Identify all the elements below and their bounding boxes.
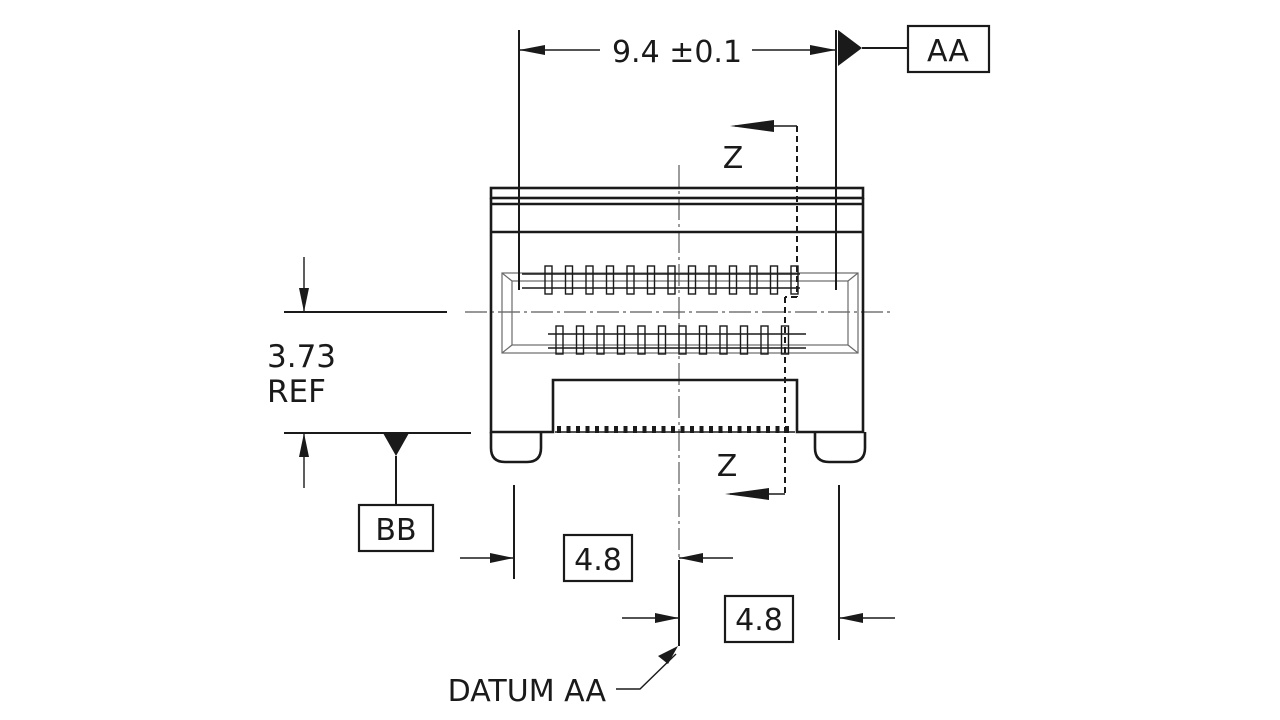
- left-offset-arrow-left: [490, 553, 514, 563]
- contact-bottom: [678, 325, 687, 355]
- contact-bottom: [760, 325, 769, 355]
- left-offset-dimension: 4.8: [460, 485, 733, 583]
- height-arrow-top: [299, 288, 309, 312]
- datum-box-aa: [906, 24, 991, 74]
- left-mounting-foot: [489, 432, 543, 464]
- contact-top: [728, 265, 738, 295]
- datum-callout-label: DATUM AA: [448, 674, 607, 709]
- right-offset-box: [723, 594, 795, 644]
- contact-top: [646, 265, 656, 295]
- pin-tooth: [709, 426, 713, 433]
- contact-bottom: [719, 325, 728, 355]
- contact-bottom: [555, 325, 564, 355]
- height-dimension: 3.73 REF: [267, 257, 471, 488]
- contact-bottom: [596, 325, 605, 355]
- pin-tooth: [728, 426, 732, 433]
- pin-tooth: [766, 426, 770, 433]
- contact-row-bottom: [548, 325, 806, 355]
- pin-tooth: [737, 426, 742, 433]
- section-label-top: Z: [723, 141, 744, 176]
- pin-tooth: [614, 426, 618, 433]
- right-mounting-foot: [813, 432, 867, 464]
- contact-bottom: [739, 325, 749, 355]
- datum-aa-callout: DATUM AA: [448, 560, 680, 709]
- body-outline: [489, 198, 865, 434]
- pin-tooth: [785, 426, 789, 433]
- pin-tooth: [756, 426, 761, 433]
- contact-bottom: [698, 325, 708, 355]
- pin-tooth: [747, 426, 751, 433]
- height-dimension-value: 3.73: [267, 339, 336, 375]
- left-offset-label: 4.8: [574, 543, 622, 578]
- pin-comb: [557, 426, 789, 433]
- pin-tooth: [557, 426, 561, 433]
- contact-top: [769, 265, 779, 295]
- contact-bottom: [616, 325, 626, 355]
- right-offset-arrow-left: [655, 613, 679, 623]
- contact-bottom: [657, 325, 667, 355]
- datum-callout-leader: [616, 653, 677, 690]
- pin-tooth: [633, 426, 637, 433]
- pin-tooth: [595, 426, 599, 433]
- contact-top: [564, 265, 574, 295]
- contact-top: [667, 265, 676, 295]
- datum-bb-label: BB: [375, 513, 416, 548]
- left-offset-box: [562, 533, 634, 583]
- pin-tooth: [585, 426, 590, 433]
- pin-tooth: [576, 426, 580, 433]
- pin-tooth: [661, 426, 666, 433]
- contact-top: [585, 265, 594, 295]
- right-offset-dimension: 4.8: [622, 485, 895, 644]
- pin-tooth: [699, 426, 704, 433]
- height-arrow-bottom: [299, 433, 309, 457]
- width-dimension: 9.4 ±0.1: [518, 30, 837, 290]
- pin-tooth: [690, 426, 694, 433]
- pin-tooth: [566, 426, 571, 433]
- cavity-inner: [511, 280, 849, 346]
- contact-bottom: [637, 325, 646, 355]
- datum-box-bb: [357, 503, 435, 553]
- contact-bottom: [780, 325, 790, 355]
- right-offset-label: 4.8: [735, 603, 783, 638]
- width-arrow-right: [810, 45, 836, 55]
- centerlines: [465, 165, 890, 560]
- right-offset-arrow-right: [839, 613, 863, 623]
- pin-tooth: [718, 426, 723, 433]
- datum-aa-flag: AA: [838, 24, 991, 74]
- datum-triangle-bb: [383, 433, 409, 456]
- top-lid: [489, 186, 865, 200]
- contact-top: [605, 265, 615, 295]
- pin-tooth: [604, 426, 609, 433]
- datum-bb-flag: BB: [357, 433, 435, 553]
- datum-callout-arrow: [658, 646, 678, 664]
- datum-aa-label: AA: [927, 34, 969, 69]
- contact-top: [687, 265, 697, 295]
- pin-tooth: [652, 426, 656, 433]
- datum-triangle-aa: [838, 30, 862, 66]
- contact-bottom: [575, 325, 585, 355]
- pin-tooth: [775, 426, 780, 433]
- contact-top: [544, 265, 553, 295]
- width-dimension-label: 9.4 ±0.1: [612, 35, 742, 70]
- left-offset-arrow-right: [679, 553, 703, 563]
- section-z: Z Z: [717, 120, 798, 500]
- contact-top: [626, 265, 635, 295]
- height-dimension-note: REF: [267, 374, 326, 410]
- connector-body: [489, 186, 867, 464]
- pin-tooth: [623, 426, 628, 433]
- pin-tooth: [642, 426, 647, 433]
- cavity-outer: [501, 272, 859, 354]
- width-arrow-left: [519, 45, 545, 55]
- pin-tooth: [671, 426, 675, 433]
- pin-tooth: [680, 426, 685, 433]
- section-arrow-top: [730, 120, 774, 132]
- contact-top: [749, 265, 758, 295]
- section-arrow-bottom: [725, 488, 769, 500]
- contact-top: [708, 265, 717, 295]
- section-label-bottom: Z: [717, 449, 738, 484]
- contact-row-top: [522, 265, 800, 295]
